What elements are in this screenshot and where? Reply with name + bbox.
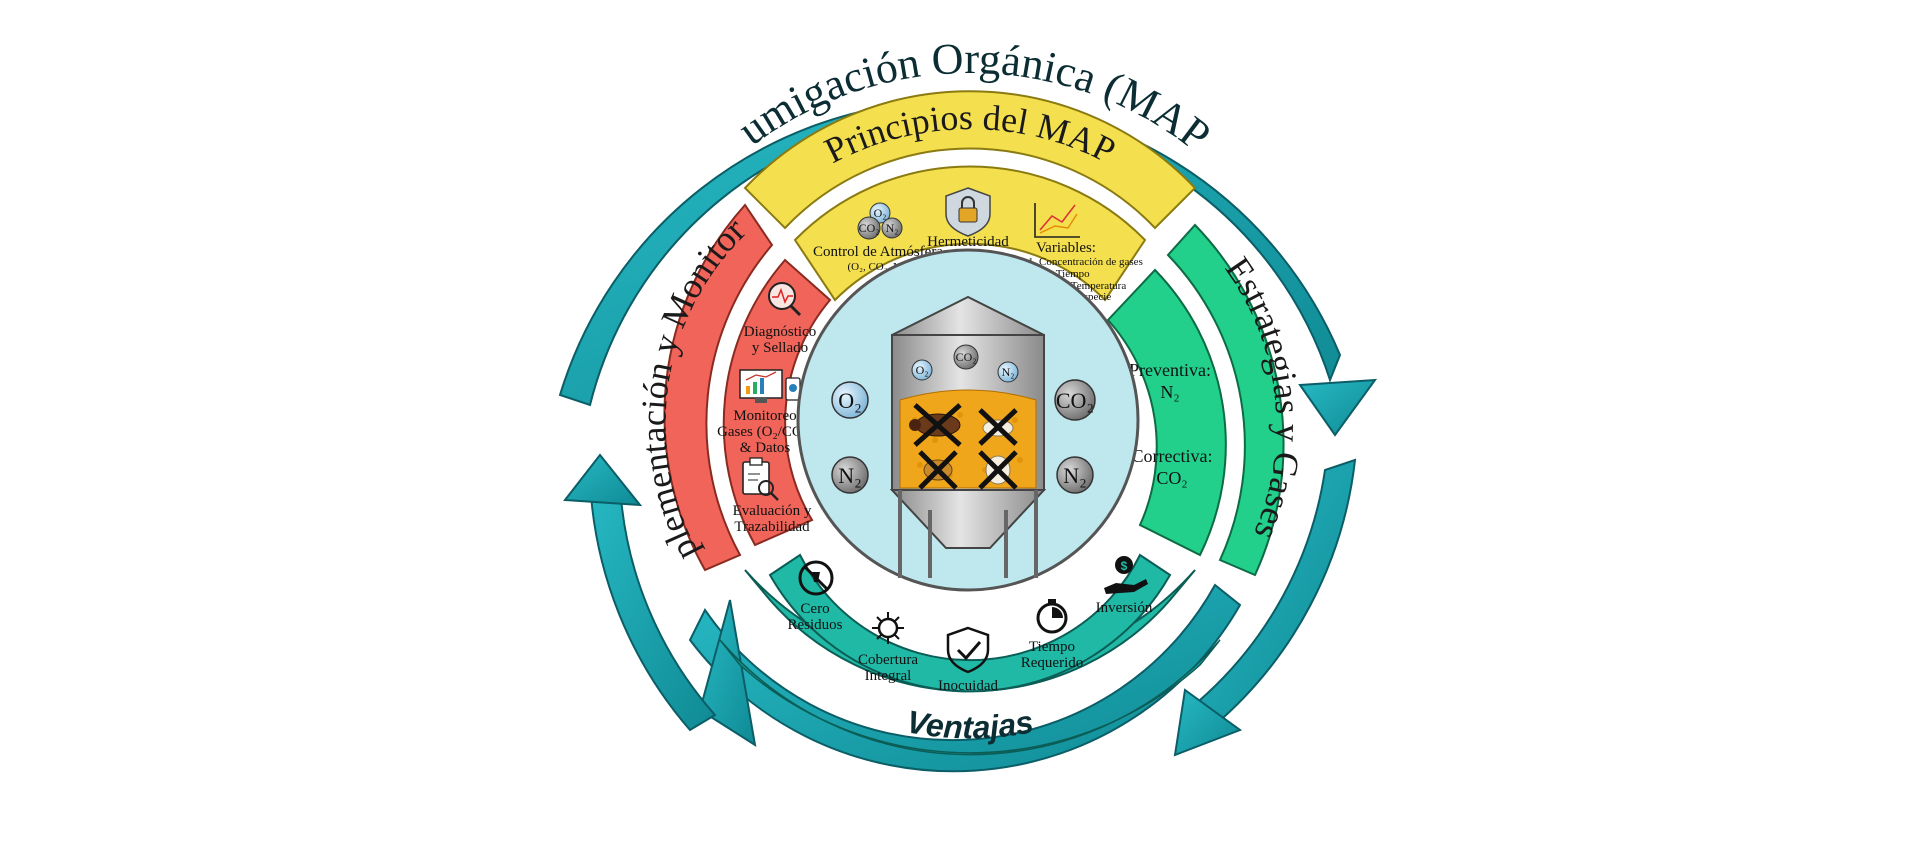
gas-bubble-right-co2: CO₂ xyxy=(1054,379,1096,421)
svg-text:O₂: O₂ xyxy=(838,388,862,413)
control-atmosfera-label: Control de Atmósfera xyxy=(813,244,943,260)
icon-gas-o2: O₂ xyxy=(874,206,887,220)
gas-molecules-icon: O₂ CO₂ N₂ xyxy=(857,202,903,240)
icon-gas-co2: CO₂ xyxy=(859,221,880,235)
implementacion-band xyxy=(663,203,774,572)
inversion-label: Inversión xyxy=(1096,600,1153,616)
preventiva-gas: N₂ xyxy=(1160,382,1179,402)
virus-spread-icon xyxy=(872,612,904,644)
padlock-shield-icon xyxy=(945,187,991,237)
gas-bubble-right-n2: N₂ xyxy=(1056,456,1094,494)
principios-band xyxy=(743,90,1197,230)
inocuidad-label: Inocuidad xyxy=(938,678,998,694)
gas-bubble-left-o2: O₂ xyxy=(831,381,869,419)
variables-item-1: 1. Concentración de gases xyxy=(1028,256,1143,268)
ventajas-panel xyxy=(768,553,1172,693)
cobertura-line-2: Integral xyxy=(865,668,912,684)
pest-moth-icon xyxy=(918,450,958,490)
estrategias-band xyxy=(1166,223,1285,577)
pest-beetle-icon xyxy=(909,403,962,447)
silo-gas-n2: N₂ xyxy=(997,361,1019,383)
svg-text:$: $ xyxy=(1121,559,1128,573)
check-shield-icon xyxy=(946,626,990,674)
svg-text:CO₂: CO₂ xyxy=(956,350,977,364)
center-silo: O₂ N₂ CO₂ N₂ xyxy=(796,248,1140,592)
monitoreo-line-1: Monitoreo xyxy=(733,408,796,424)
right-arrowhead xyxy=(1173,688,1243,757)
estrategias-panel xyxy=(1106,268,1227,557)
gas-bubble-left-n2: N₂ xyxy=(831,456,869,494)
principios-ring: Principios del MAP O₂ CO₂ N₂ Control de … xyxy=(743,90,1197,303)
money-hand-icon: $ xyxy=(1104,556,1148,594)
clipboard-search-icon xyxy=(742,457,779,501)
svg-text:N₂: N₂ xyxy=(838,463,862,488)
diagnostico-line-2: y Sellado xyxy=(752,340,808,356)
svg-text:N₂: N₂ xyxy=(1063,463,1087,488)
silo-legs xyxy=(898,490,1038,578)
pest-larva-icon xyxy=(978,408,1018,446)
ventajas-ring: Ventajas Cero Residuos Cobertura Integra… xyxy=(719,553,1221,756)
monitor-dashboard-icon xyxy=(739,369,801,403)
cero-residuos-line-2: Residuos xyxy=(787,617,842,633)
variables-label: Variables: xyxy=(1036,240,1096,256)
svg-text:CO₂: CO₂ xyxy=(1056,388,1094,413)
hermeticidad-label: Hermeticidad xyxy=(927,234,1009,250)
stopwatch-icon xyxy=(1036,599,1068,634)
tiempo-line-1: Tiempo xyxy=(1029,639,1075,655)
svg-text:O₂: O₂ xyxy=(916,363,929,377)
bottom-arrowhead xyxy=(698,599,757,748)
bottom-arrow xyxy=(688,583,1242,773)
preventiva-label: Preventiva: xyxy=(1129,360,1211,380)
diagnostico-line-1: Diagnóstico xyxy=(744,324,817,340)
cobertura-line-1: Cobertura xyxy=(858,652,918,668)
correctiva-gas: CO₂ xyxy=(1156,468,1187,488)
no-chemicals-icon xyxy=(798,560,834,596)
ventajas-title: Ventajas xyxy=(904,703,1036,745)
tiempo-line-2: Requerido xyxy=(1021,655,1083,671)
icon-gas-n2: N₂ xyxy=(886,221,899,235)
top-arrowhead xyxy=(1298,378,1378,437)
ventajas-outer-band xyxy=(719,639,1221,756)
line-chart-icon xyxy=(1034,203,1080,238)
cero-residuos-line-1: Cero xyxy=(800,601,829,617)
svg-text:N₂: N₂ xyxy=(1002,365,1015,379)
monitoreo-line-3: & Datos xyxy=(740,440,791,456)
implementacion-ring: Implementación y Monitoreo Diagnóstico y… xyxy=(0,0,832,572)
silo-gas-co2: CO₂ xyxy=(953,344,979,370)
correctiva-label: Correctiva: xyxy=(1132,446,1213,466)
silo-gas-o2: O₂ xyxy=(911,359,933,381)
magnifier-pulse-icon xyxy=(768,282,802,317)
evaluacion-line-2: Trazabilidad xyxy=(734,519,810,535)
monitoreo-line-2: Gases (O₂/CO₂) xyxy=(717,424,813,440)
evaluacion-line-1: Evaluación y xyxy=(733,503,812,519)
left-arrowhead xyxy=(563,453,643,507)
pest-egg-icon xyxy=(978,450,1018,490)
